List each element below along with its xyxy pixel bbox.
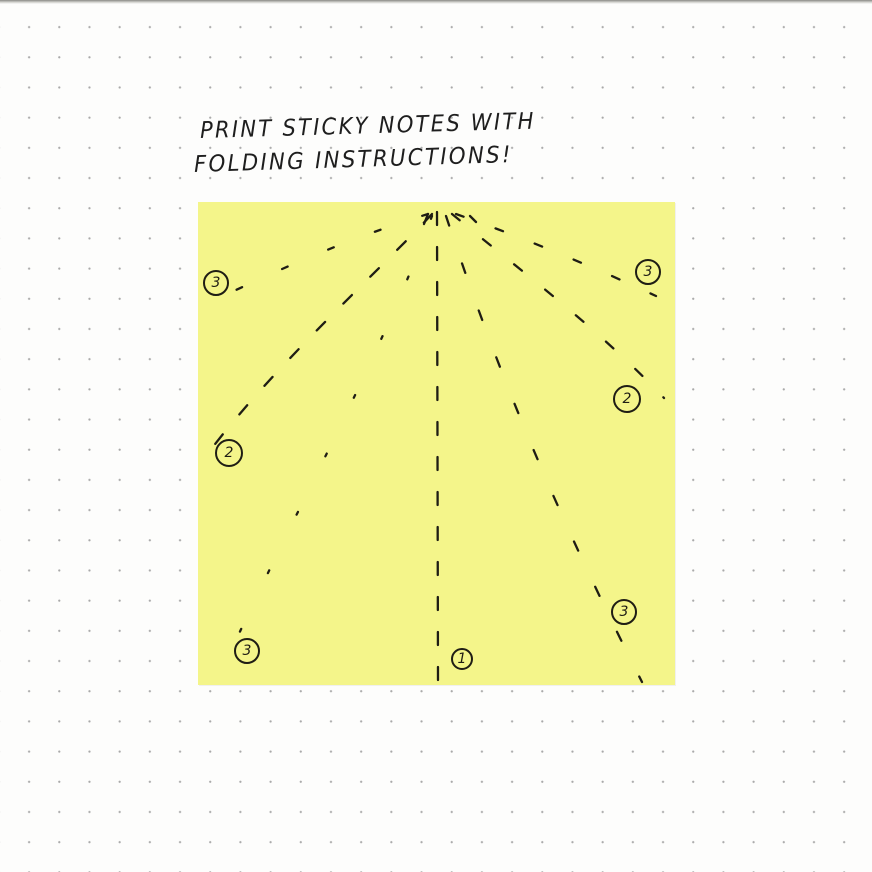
fold-line-2-left (210, 212, 434, 450)
step-label: 3 (620, 604, 629, 620)
step-marker-2-left: 2 (215, 439, 243, 467)
step-marker-3-top-left: 3 (203, 270, 229, 296)
step-label: 2 (623, 391, 632, 407)
step-marker-3-bottom-left: 3 (234, 638, 260, 664)
step-label: 3 (212, 275, 221, 291)
step-label: 3 (644, 264, 653, 280)
step-marker-1-bottom-center: 1 (451, 648, 473, 670)
step-label: 3 (243, 643, 252, 659)
apex-tick (422, 212, 430, 226)
fold-line-1-center (435, 210, 440, 684)
step-marker-3-top-right: 3 (635, 259, 661, 285)
fold-line-2-right (450, 212, 666, 400)
step-marker-3-bottom-right: 3 (611, 599, 637, 625)
step-marker-2-right: 2 (613, 385, 641, 413)
fold-line-3-upper-left (234, 212, 430, 292)
step-label: 1 (458, 651, 467, 667)
fold-line-3-lower-left (224, 214, 434, 664)
page-top-edge (0, 0, 872, 4)
fold-line-3-lower-right (444, 214, 644, 684)
step-label: 2 (225, 445, 234, 461)
fold-line-3-upper-right (454, 212, 658, 298)
apex-tick (468, 214, 478, 224)
